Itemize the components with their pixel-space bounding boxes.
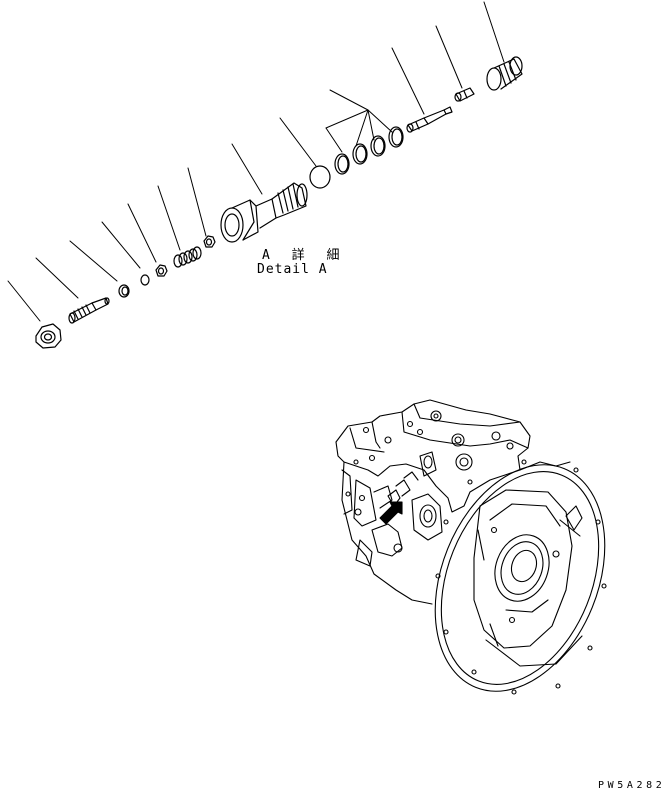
drawing-code: PW5A282 [598, 780, 666, 791]
valve-body-part [221, 183, 307, 242]
seat-part [204, 236, 215, 247]
pin-part [455, 88, 474, 101]
snap-ring-part [119, 285, 129, 297]
large-oring-part [310, 166, 330, 188]
ring-set-part [335, 127, 403, 174]
detail-label-english: Detail A [257, 262, 328, 277]
small-nut-part [156, 265, 167, 276]
piston-rod-part [407, 107, 452, 132]
plug-part [487, 57, 522, 90]
pump-assembly [336, 400, 637, 717]
spring-part [174, 247, 201, 267]
hex-nut-part [36, 324, 61, 348]
detail-label-japanese: A 詳 細 [262, 248, 347, 263]
adjusting-screw-part [69, 298, 109, 323]
leader-lines [8, 2, 504, 321]
small-oring-part [141, 275, 149, 285]
